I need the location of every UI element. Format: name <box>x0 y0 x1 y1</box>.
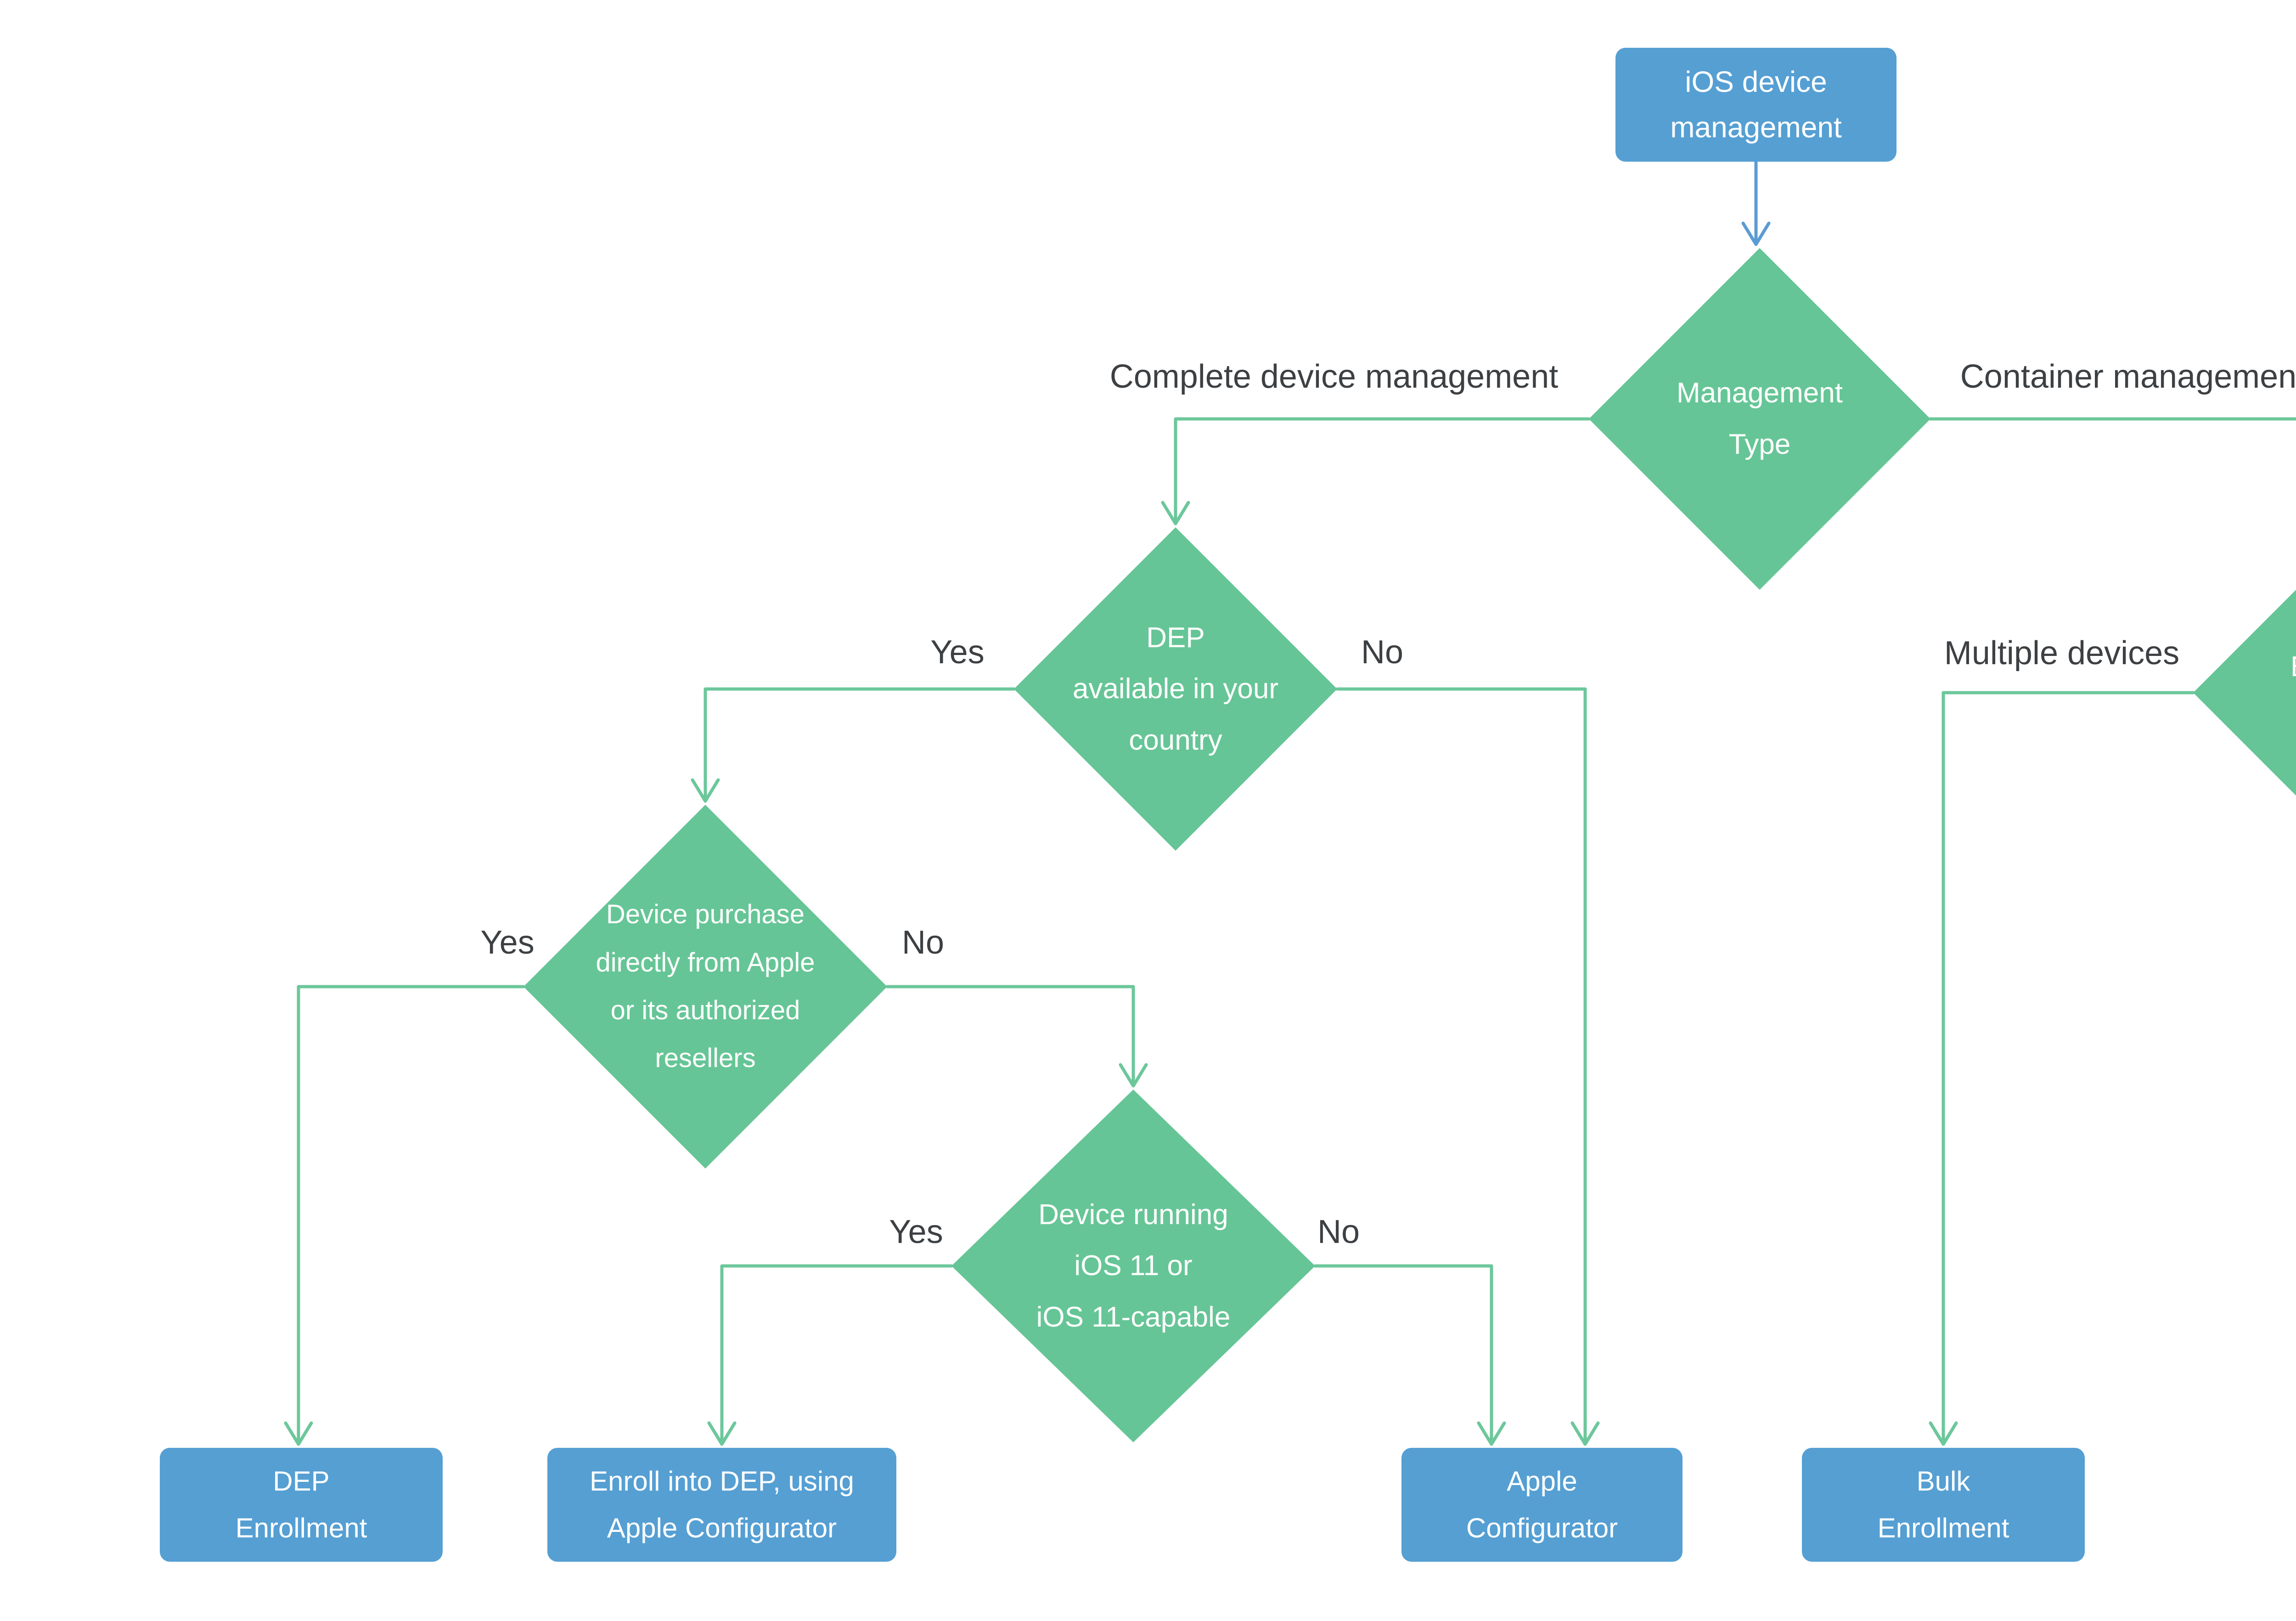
edge-root-to-management <box>1741 160 1771 246</box>
edge-management-to-dep <box>1161 417 1591 525</box>
decision-dep-available: DEP available in your country <box>1014 527 1337 851</box>
edge-label-complete-device-management: Complete device management <box>1109 358 1559 395</box>
edge-dep-no-to-apple-configurator <box>1335 687 1600 1446</box>
decision-label: Management Type <box>1677 377 1843 460</box>
decision-label: Device purchase directly from Apple or i… <box>596 899 815 1073</box>
node-apple-configurator: Apple Configurator <box>1401 1448 1683 1562</box>
edge-label-purchase-yes: Yes <box>480 924 535 961</box>
decision-device-running-ios11: Device running iOS 11 or iOS 11-capable <box>951 1090 1315 1442</box>
edge-running-no-to-apple-configurator <box>1313 1264 1506 1446</box>
edge-enrollment-multiple-to-bulk <box>1929 691 2195 1446</box>
edge-label-purchase-no: No <box>901 924 945 961</box>
edge-label-running-yes: Yes <box>889 1214 943 1250</box>
edge-running-yes-to-enroll-dep <box>707 1264 953 1446</box>
decision-label: Device running iOS 11 or iOS 11-capable <box>1036 1198 1231 1333</box>
node-dep-enrollment: DEP Enrollment <box>160 1448 443 1562</box>
edge-management-to-enrollment <box>1929 417 2296 421</box>
node-bulk-enrollment: Bulk Enrollment <box>1802 1448 2085 1562</box>
diamond-shape <box>2193 527 2296 858</box>
edge-label-running-no: No <box>1317 1214 1360 1250</box>
edge-purchase-no-to-running <box>885 985 1148 1088</box>
decision-enrollment-type: Enrollment Type <box>2193 527 2296 858</box>
edge-dep-yes-to-purchase <box>691 687 1016 803</box>
node-ios-device-management: iOS device management <box>1615 48 1896 162</box>
edge-label-dep-no: No <box>1361 634 1404 671</box>
decision-label: Enrollment Type <box>2290 641 2296 744</box>
decision-management-type: Management Type <box>1589 248 1930 590</box>
edge-label-multiple-devices: Multiple devices <box>1944 635 2180 672</box>
decision-label: DEP available in your country <box>1072 621 1279 756</box>
edge-label-container-management: Container management <box>1960 358 2296 395</box>
edge-label-dep-yes: Yes <box>930 634 985 671</box>
decision-device-purchase: Device purchase directly from Apple or i… <box>523 805 887 1169</box>
edge-purchase-yes-to-dep-enrollment <box>284 985 525 1446</box>
node-enroll-into-dep-using-apple-configurator: Enroll into DEP, using Apple Configurato… <box>547 1448 896 1562</box>
